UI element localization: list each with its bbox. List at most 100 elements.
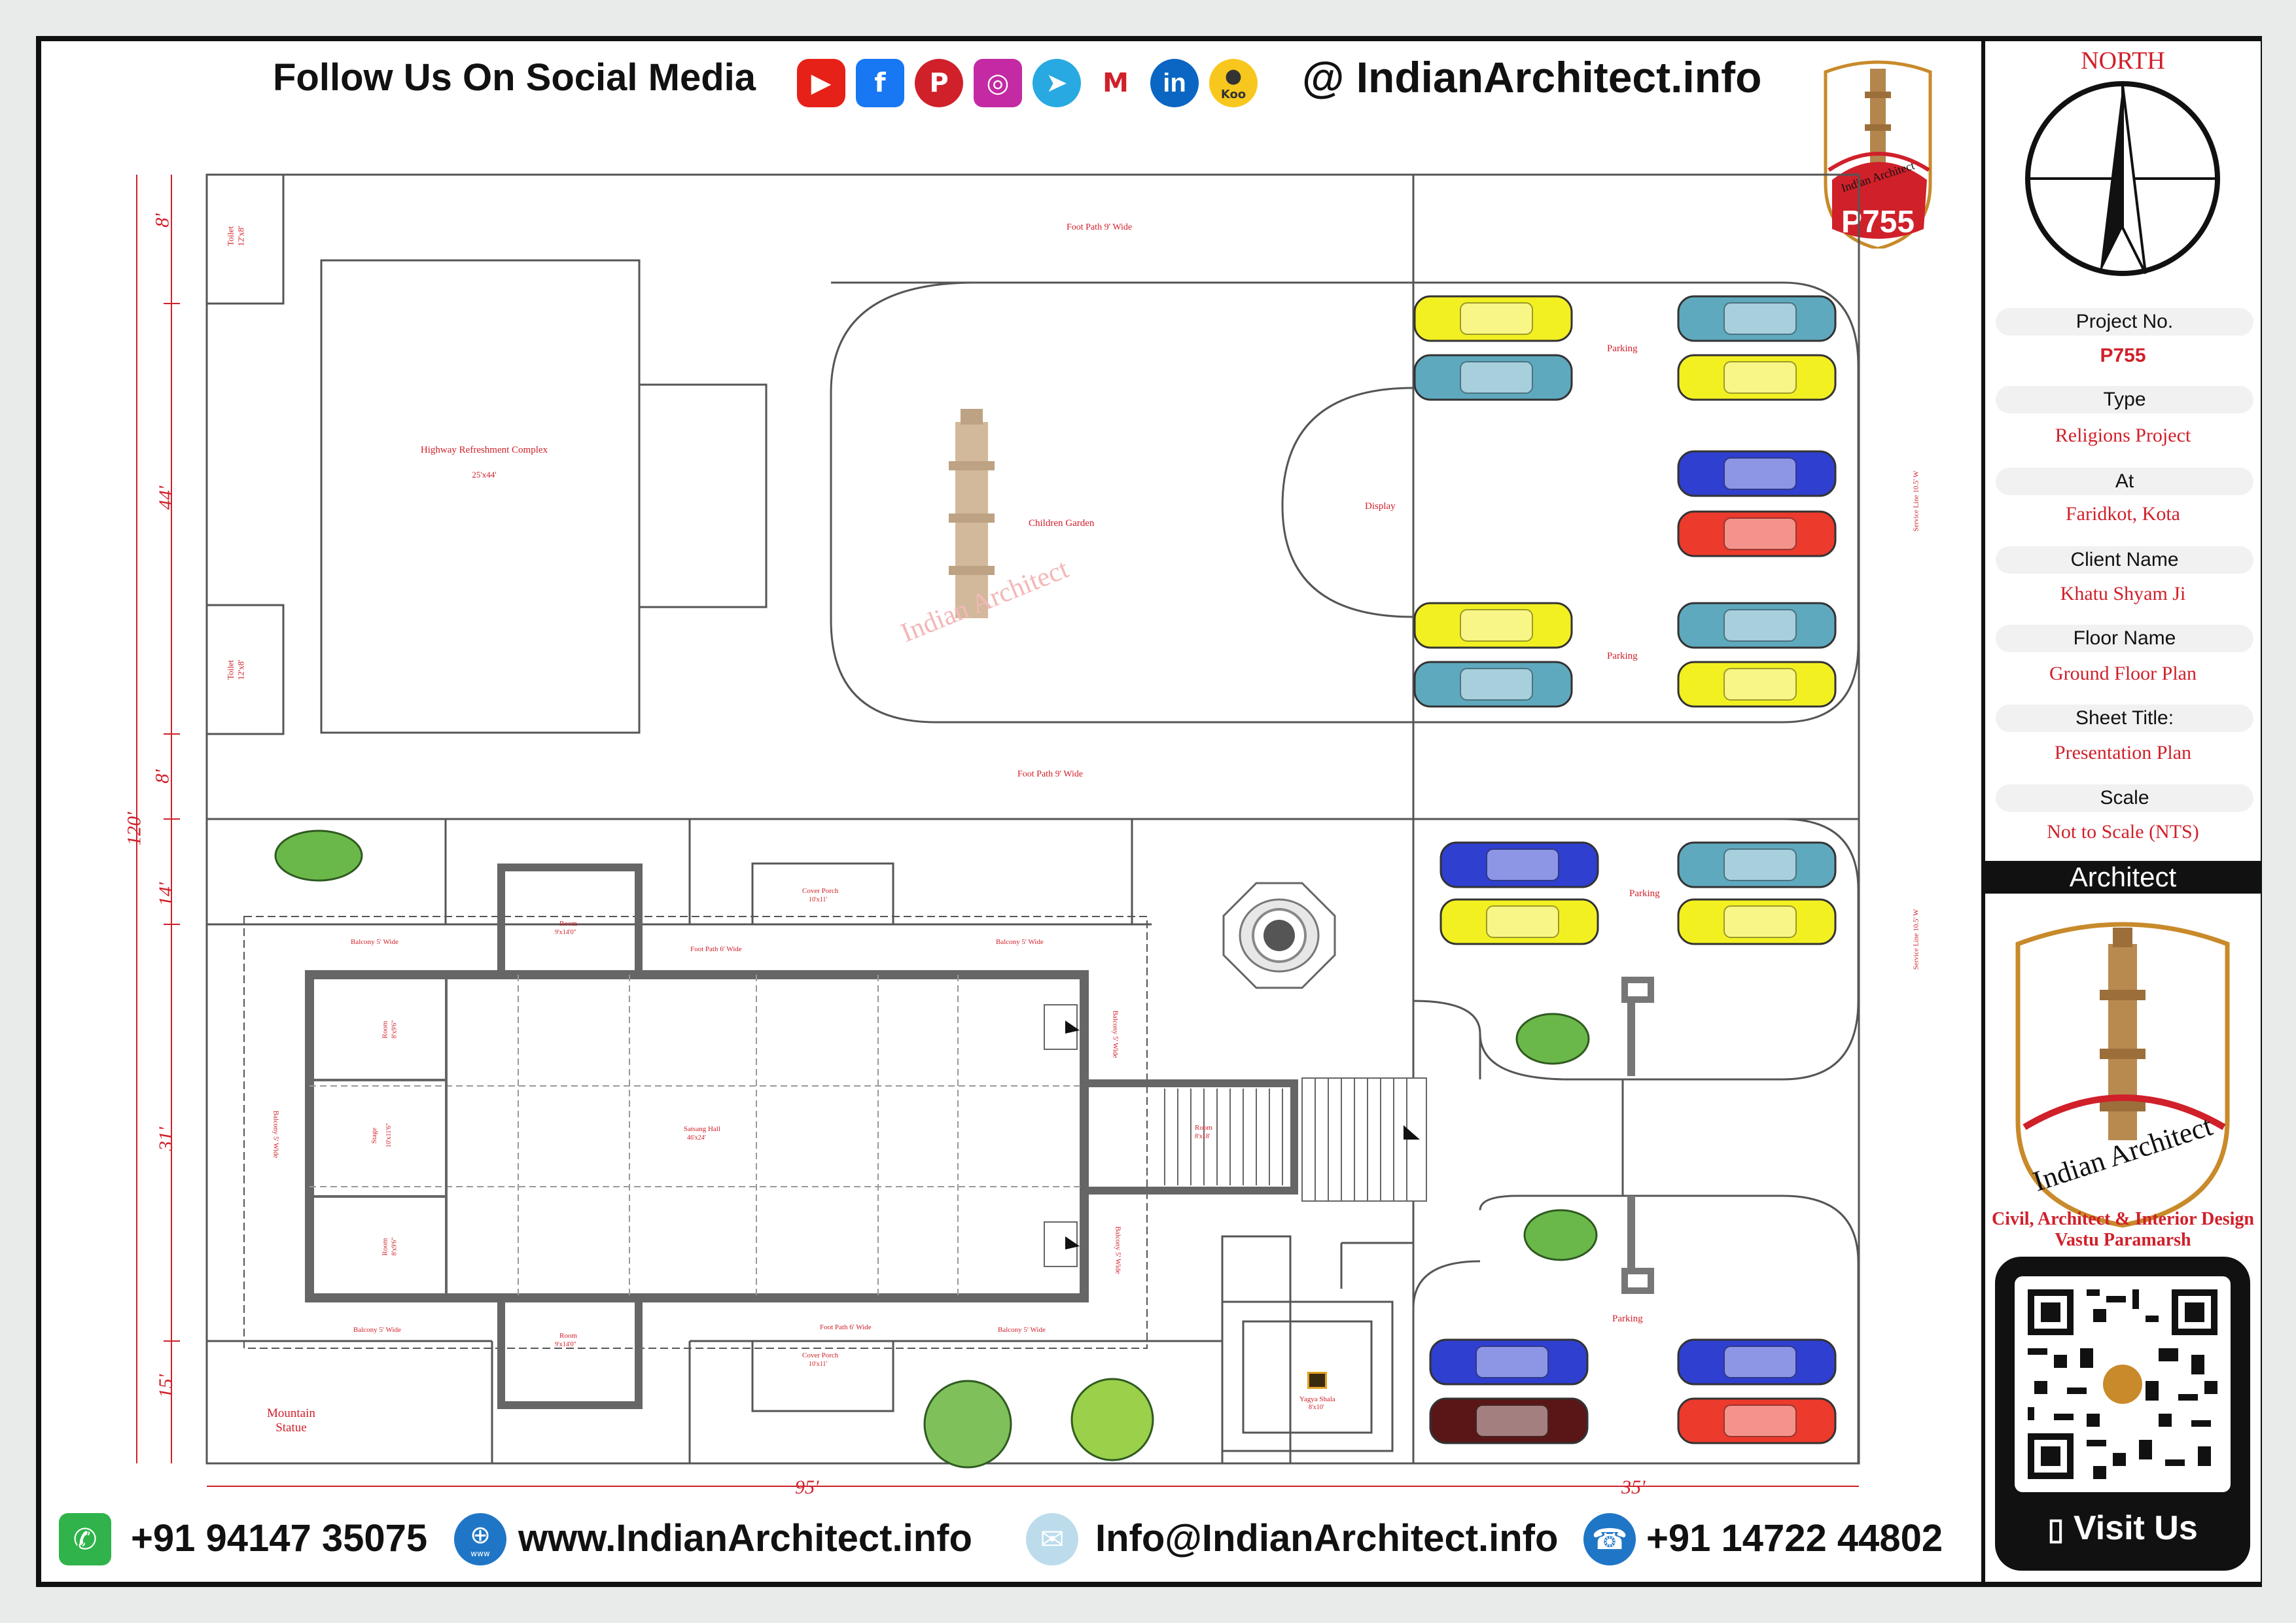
room-top-label: Room — [559, 920, 577, 928]
room-side-label-2: Room — [381, 1238, 389, 1256]
car-icon — [1413, 661, 1573, 708]
client-value: Khatu Shyam Ji — [2060, 583, 2186, 604]
display-label: Display — [1365, 501, 1396, 512]
car-icon — [1677, 510, 1837, 557]
visit-us-text: Visit Us — [2073, 1509, 2198, 1547]
cover-porch-bottom-size: 10'x11' — [809, 1361, 828, 1368]
dim-95: 95' — [795, 1476, 819, 1498]
whatsapp-number[interactable]: +91 94147 35075 — [131, 1517, 428, 1560]
yagya-kund-icon — [1307, 1372, 1327, 1389]
cover-porch-top-size: 10'x11' — [809, 896, 828, 903]
room-top-size: 9'x14'0" — [555, 929, 576, 936]
social-handle[interactable]: @ IndianArchitect.info — [1302, 53, 1762, 101]
pinterest-icon[interactable]: P — [915, 59, 963, 107]
children-garden-label: Children Garden — [1029, 518, 1095, 529]
koo-icon[interactable]: ●Koo — [1209, 59, 1258, 107]
car-icon — [1413, 602, 1573, 649]
car-icon — [1677, 898, 1837, 945]
refreshment-size: 25'x44' — [472, 470, 497, 480]
room-side-label-1: Room — [381, 1021, 389, 1039]
room-side-size-1: 8'x9'6" — [391, 1020, 398, 1039]
dim-44: 44' — [155, 485, 177, 510]
stage-label: Stage — [370, 1127, 379, 1144]
at-label: At — [1996, 468, 2253, 495]
qr-card[interactable]: ▯ Visit Us — [1995, 1257, 2250, 1571]
garden-watermark: Indian Architect — [883, 409, 1093, 651]
car-icon — [1413, 354, 1573, 401]
tree-icons — [274, 829, 1598, 1469]
balcony-top-right-label: Balcony 5' Wide — [996, 938, 1044, 946]
north-arrow-icon — [2025, 81, 2220, 276]
dim-35: 35' — [1621, 1476, 1646, 1498]
moj-icon[interactable]: M — [1091, 59, 1140, 107]
dim-31: 31' — [155, 1126, 177, 1151]
whatsapp-icon[interactable]: ✆ — [59, 1513, 111, 1565]
balcony-bottom-left-label: Balcony 5' Wide — [353, 1326, 401, 1334]
scale-value: Not to Scale (NTS) — [2047, 821, 2199, 843]
car-icon — [1413, 295, 1573, 342]
qr-code-icon — [2028, 1289, 2217, 1479]
balcony-top-left-label: Balcony 5' Wide — [351, 938, 398, 946]
room-bottom-size: 9'x14'0" — [555, 1341, 576, 1348]
parking-label-2: Parking — [1607, 651, 1638, 661]
satsang-hall-label: Satsang Hall — [684, 1125, 720, 1133]
facebook-icon[interactable]: f — [856, 59, 904, 107]
linkedin-icon[interactable]: in — [1150, 59, 1199, 107]
dim-15: 15' — [155, 1374, 177, 1399]
tagline-1: Civil, Architect & Interior Design — [1991, 1209, 2254, 1229]
badge-code: P755 — [1841, 205, 1915, 239]
telegram-icon[interactable]: ➤ — [1033, 59, 1081, 107]
car-icon — [1677, 602, 1837, 649]
room-side-size-2: 8'x9'6" — [391, 1237, 398, 1256]
room-bottom-label: Room — [559, 1332, 577, 1340]
balcony-right-label-1: Balcony 5' Wide — [1111, 1010, 1120, 1058]
mountain-statue-label: Mountain Statue — [267, 1406, 315, 1435]
tagline-2: Vastu Paramarsh — [2055, 1230, 2191, 1250]
car-icon — [1429, 1397, 1589, 1444]
email-icon[interactable]: ✉ — [1026, 1513, 1078, 1565]
refreshment-label: Highway Refreshment Complex — [420, 445, 548, 455]
phone-number[interactable]: +91 14722 44802 — [1646, 1517, 1943, 1560]
web-icon[interactable]: ⊕www — [454, 1513, 506, 1565]
website-link[interactable]: www.IndianArchitect.info — [518, 1517, 972, 1560]
car-icon — [1677, 1397, 1837, 1444]
toilet-label-1: Toilet 12'x8' — [225, 226, 246, 247]
stage-size: 10'x11'6" — [385, 1123, 393, 1148]
balcony-left-label: Balcony 5' Wide — [272, 1110, 280, 1159]
drawing-sheet — [36, 36, 2262, 1587]
youtube-icon[interactable]: ▶ — [797, 59, 845, 107]
sheet-value: Presentation Plan — [2054, 742, 2192, 763]
dim-14: 14' — [155, 882, 177, 907]
type-value: Religions Project — [2055, 425, 2191, 446]
car-icon — [1439, 841, 1599, 888]
footpath-top-label: Foot Path 9' Wide — [1067, 222, 1133, 232]
phone-icon-footer[interactable]: ☎ — [1583, 1513, 1636, 1565]
floor-value: Ground Floor Plan — [2049, 663, 2197, 684]
yagya-size: 8'x10' — [1309, 1404, 1324, 1411]
car-icon — [1429, 1338, 1589, 1386]
balcony-bottom-right-label: Balcony 5' Wide — [998, 1326, 1046, 1334]
ground-floor-plan — [136, 173, 1860, 1487]
dim-120: 120' — [123, 812, 145, 846]
instagram-icon[interactable]: ◎ — [974, 59, 1022, 107]
toilet-label-2: Toilet 12'x8' — [225, 659, 246, 680]
project-no-value: P755 — [2100, 345, 2146, 366]
sheet-label: Sheet Title: — [1996, 705, 2253, 732]
service-line-label-1: Service Line 10.5' W — [1912, 470, 1920, 532]
satsang-hall-size: 46'x24' — [687, 1134, 706, 1142]
car-icon — [1439, 898, 1599, 945]
parking-label-3: Parking — [1629, 888, 1660, 899]
car-icon — [1677, 354, 1837, 401]
footpath-mid-label: Foot Path 9' Wide — [1017, 769, 1084, 779]
floor-label: Floor Name — [1996, 625, 2253, 652]
project-no-label: Project No. — [1996, 308, 2253, 336]
visit-us-label[interactable]: ▯ Visit Us — [1995, 1509, 2250, 1548]
car-icon — [1677, 661, 1837, 708]
parking-label-4: Parking — [1612, 1314, 1643, 1324]
follow-text: Follow Us On Social Media — [273, 56, 756, 99]
balcony-right-label-2: Balcony 5' Wide — [1114, 1226, 1122, 1274]
architect-header: Architect — [1985, 861, 2261, 894]
north-label: NORTH — [2081, 47, 2165, 75]
email-address[interactable]: Info@IndianArchitect.info — [1095, 1517, 1559, 1560]
type-label: Type — [1996, 386, 2253, 413]
